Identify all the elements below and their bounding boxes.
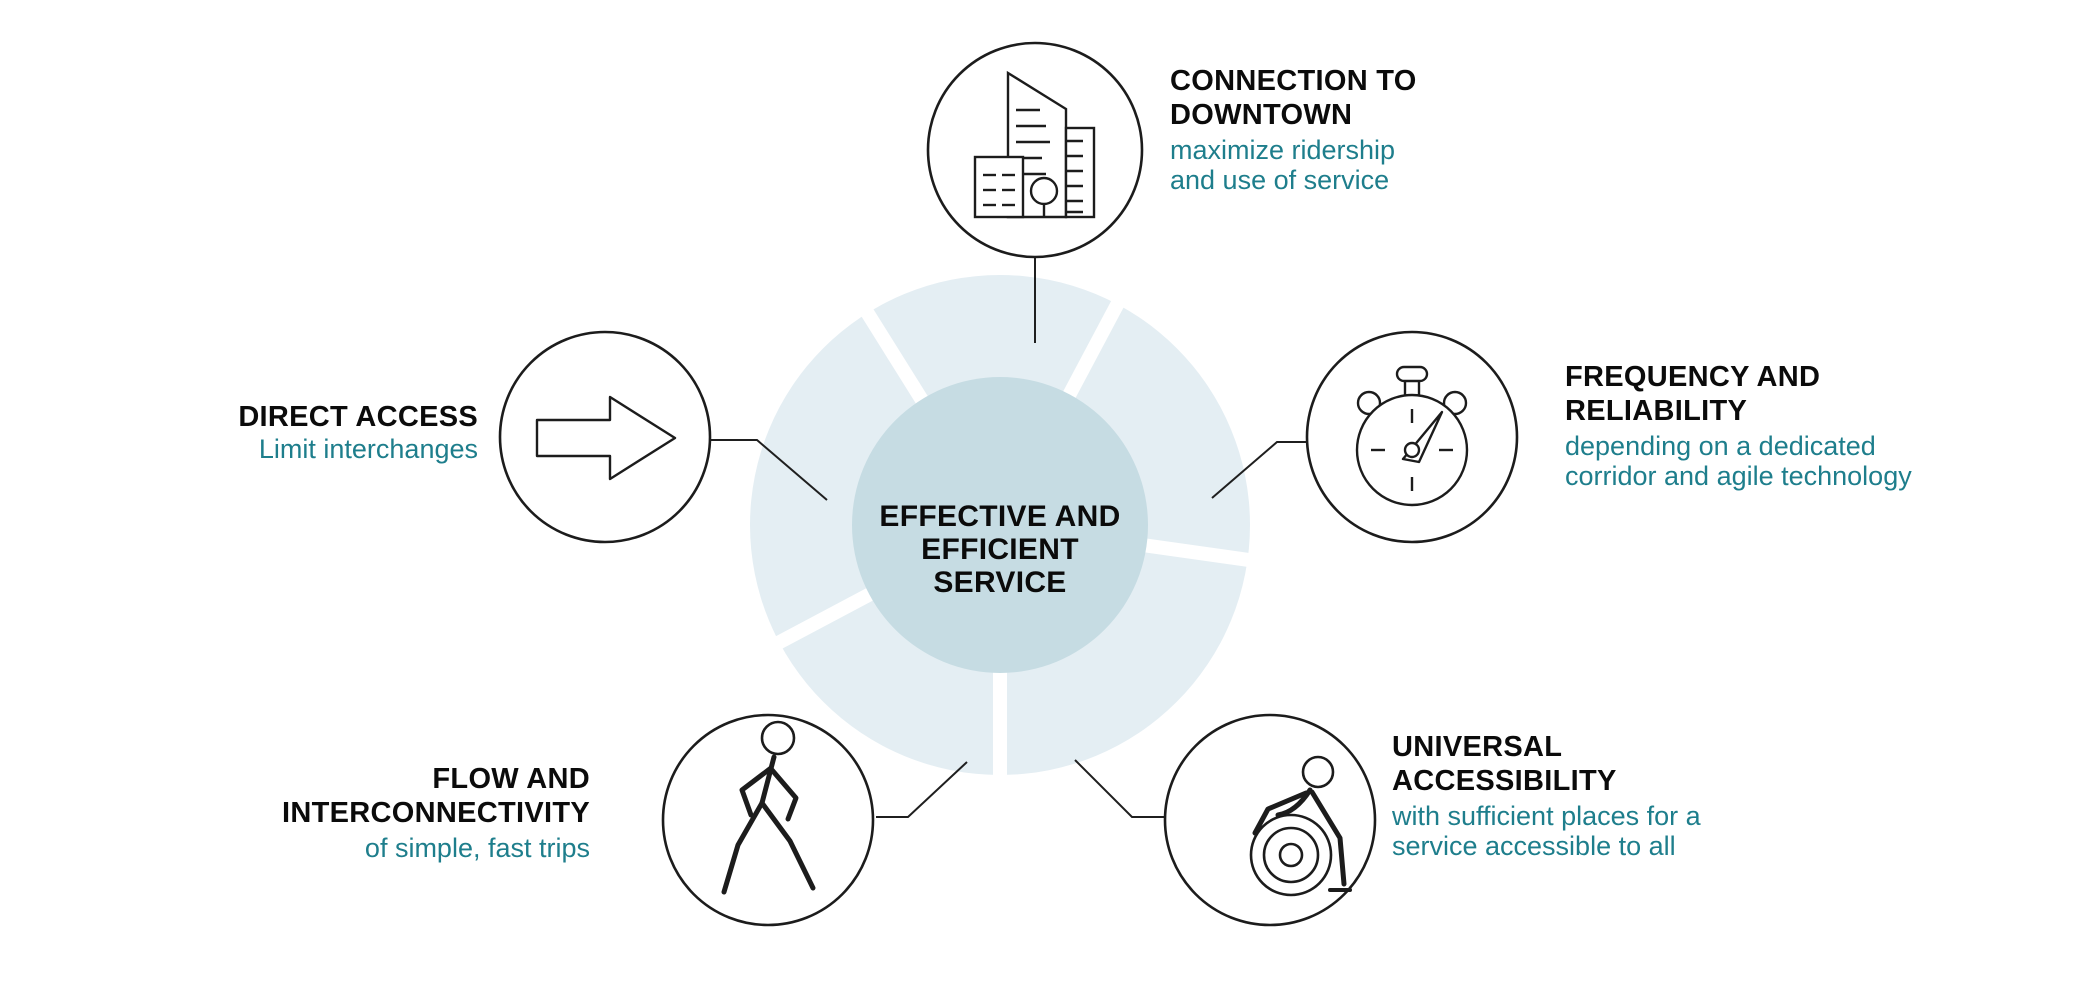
connector-frequency (1211, 441, 1310, 499)
node-title-line: FREQUENCY AND (1565, 361, 1821, 393)
label-universal-accessibility: UNIVERSAL ACCESSIBILITY with sufficient … (1392, 730, 1701, 861)
connector-flow (876, 761, 968, 818)
walking-person-icon (721, 720, 816, 895)
connectors (710, 257, 1310, 818)
buildings-icon (973, 70, 1096, 219)
label-frequency-and-reliability: FREQUENCY AND RELIABILITY depending on a… (1565, 360, 1912, 491)
node-desc-line: Limit interchanges (258, 434, 478, 464)
node-desc-line: service accessible to all (1392, 831, 1676, 861)
label-direct-access: DIRECT ACCESS Limit interchanges (158, 400, 478, 464)
node-title-line: FLOW AND (432, 763, 590, 795)
wheelchair-icon (1249, 755, 1352, 897)
node-title-line: DOWNTOWN (1170, 99, 1353, 131)
node-desc-line: maximize ridership (1170, 135, 1396, 165)
node-title-line: INTERCONNECTIVITY (282, 797, 590, 829)
ring-segment-dividers (768, 293, 1257, 783)
node-title-line: DIRECT ACCESS (238, 401, 478, 433)
center-line: EFFICIENT (921, 533, 1079, 566)
node-desc-line: with sufficient places for a (1392, 801, 1701, 831)
node-desc-line: and use of service (1170, 165, 1390, 195)
center-line: EFFECTIVE AND (879, 500, 1121, 533)
node-title-line: RELIABILITY (1565, 395, 1748, 427)
node-circle-flow (661, 713, 875, 927)
ring-inner-circle (852, 377, 1148, 673)
label-connection-to-downtown: CONNECTION TO DOWNTOWN maximize ridershi… (1170, 64, 1417, 195)
central-ring (750, 275, 1257, 783)
node-desc-line: corridor and agile technology (1565, 461, 1912, 491)
node-title-line: CONNECTION TO (1170, 65, 1417, 97)
connector-accessibility (1074, 759, 1165, 818)
center-line: SERVICE (933, 566, 1067, 599)
stopwatch-icon (1355, 365, 1469, 507)
label-flow-and-interconnectivity: FLOW AND INTERCONNECTIVITY of simple, fa… (240, 762, 590, 863)
node-title-line: UNIVERSAL (1392, 731, 1563, 763)
node-title-line: ACCESSIBILITY (1392, 765, 1617, 797)
center-label: EFFECTIVE AND EFFICIENT SERVICE (850, 500, 1150, 599)
arrow-right-icon (535, 395, 677, 481)
node-desc-line: of simple, fast trips (364, 833, 590, 863)
connector-direct-access (710, 439, 828, 501)
node-desc-line: depending on a dedicated (1565, 431, 1876, 461)
